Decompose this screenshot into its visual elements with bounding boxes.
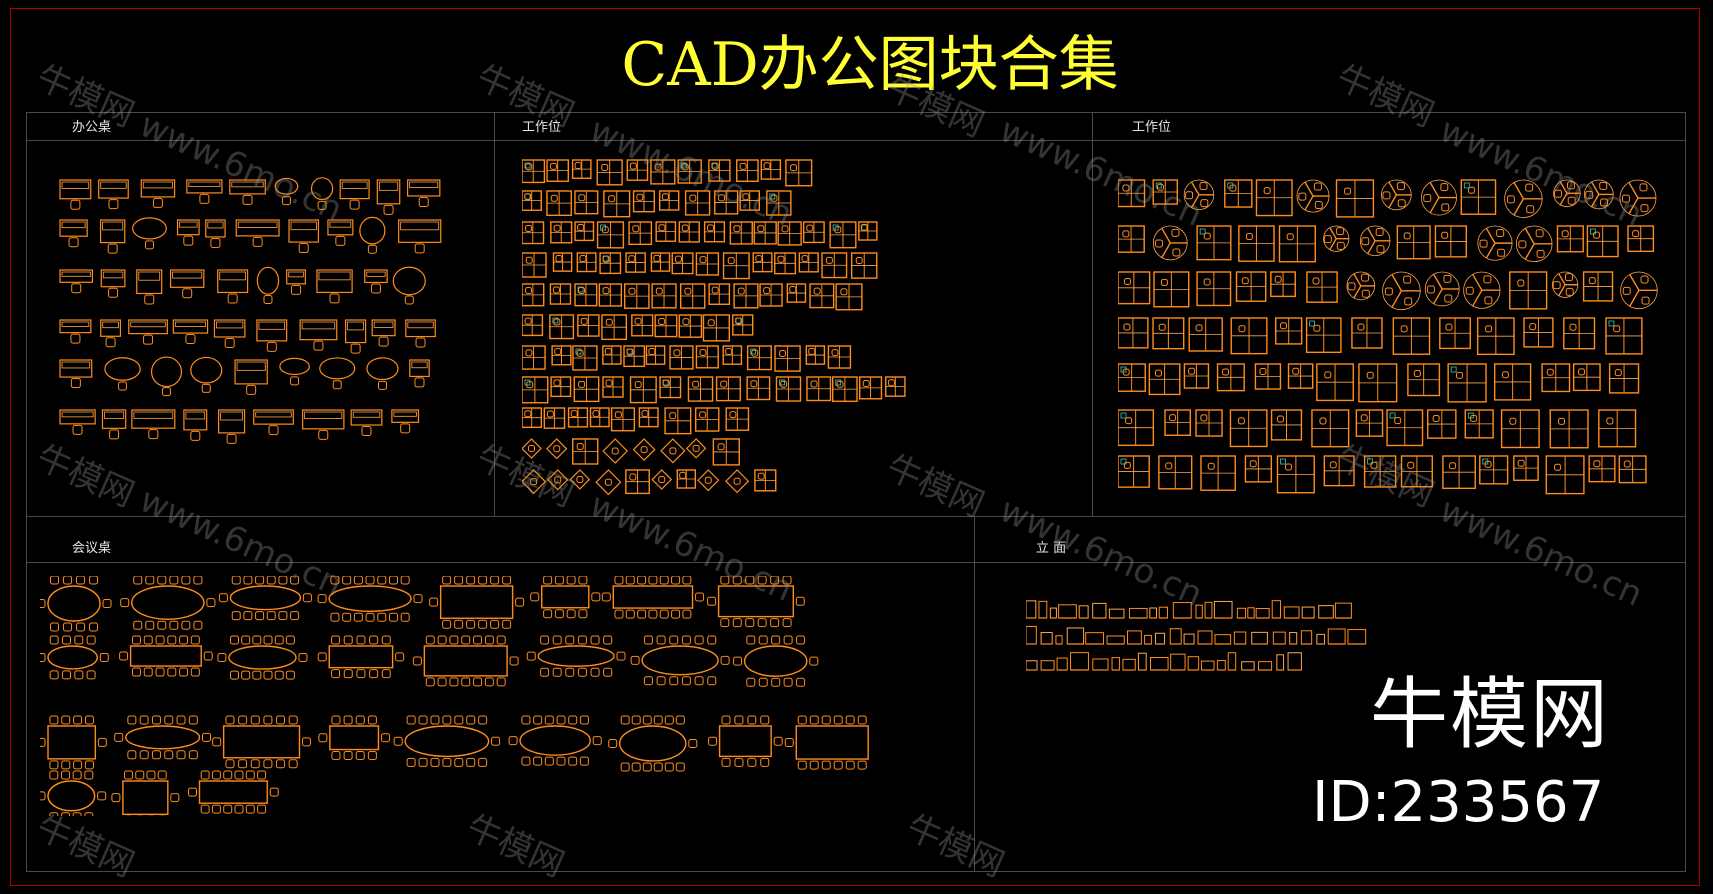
bottom-divider	[974, 516, 975, 872]
cad-block-svg	[40, 576, 869, 816]
section-label-workstation-a: 工作位	[522, 120, 562, 135]
elevation-blocks	[1026, 594, 1370, 684]
bottom-header-divider	[26, 562, 1686, 563]
cad-block-svg	[522, 159, 906, 496]
content-frame	[26, 112, 1686, 872]
cad-block-svg	[1026, 600, 1367, 671]
drawing-title: CAD办公图块合集	[621, 30, 1119, 100]
section-label-meeting-table: 会议桌	[72, 541, 112, 556]
cad-block-svg	[59, 177, 442, 444]
meeting-table-blocks	[40, 576, 870, 816]
workstation-b-blocks	[1118, 178, 1680, 508]
top-header-divider	[26, 140, 1686, 141]
section-label-elevation: 立 面	[1036, 541, 1067, 556]
top-divider-1	[494, 112, 495, 516]
top-divider-2	[1092, 112, 1093, 516]
section-label-office-desk: 办公桌	[72, 120, 112, 135]
cad-block-svg	[1118, 179, 1658, 495]
resource-id: ID:233567	[1312, 770, 1605, 835]
brand-logo-text: 牛模网	[1370, 670, 1611, 760]
workstation-a-blocks	[522, 158, 1028, 510]
drawing-frame	[10, 8, 1700, 886]
office-desk-blocks	[56, 170, 476, 470]
section-label-workstation-b: 工作位	[1132, 120, 1172, 135]
middle-divider	[26, 516, 1686, 517]
